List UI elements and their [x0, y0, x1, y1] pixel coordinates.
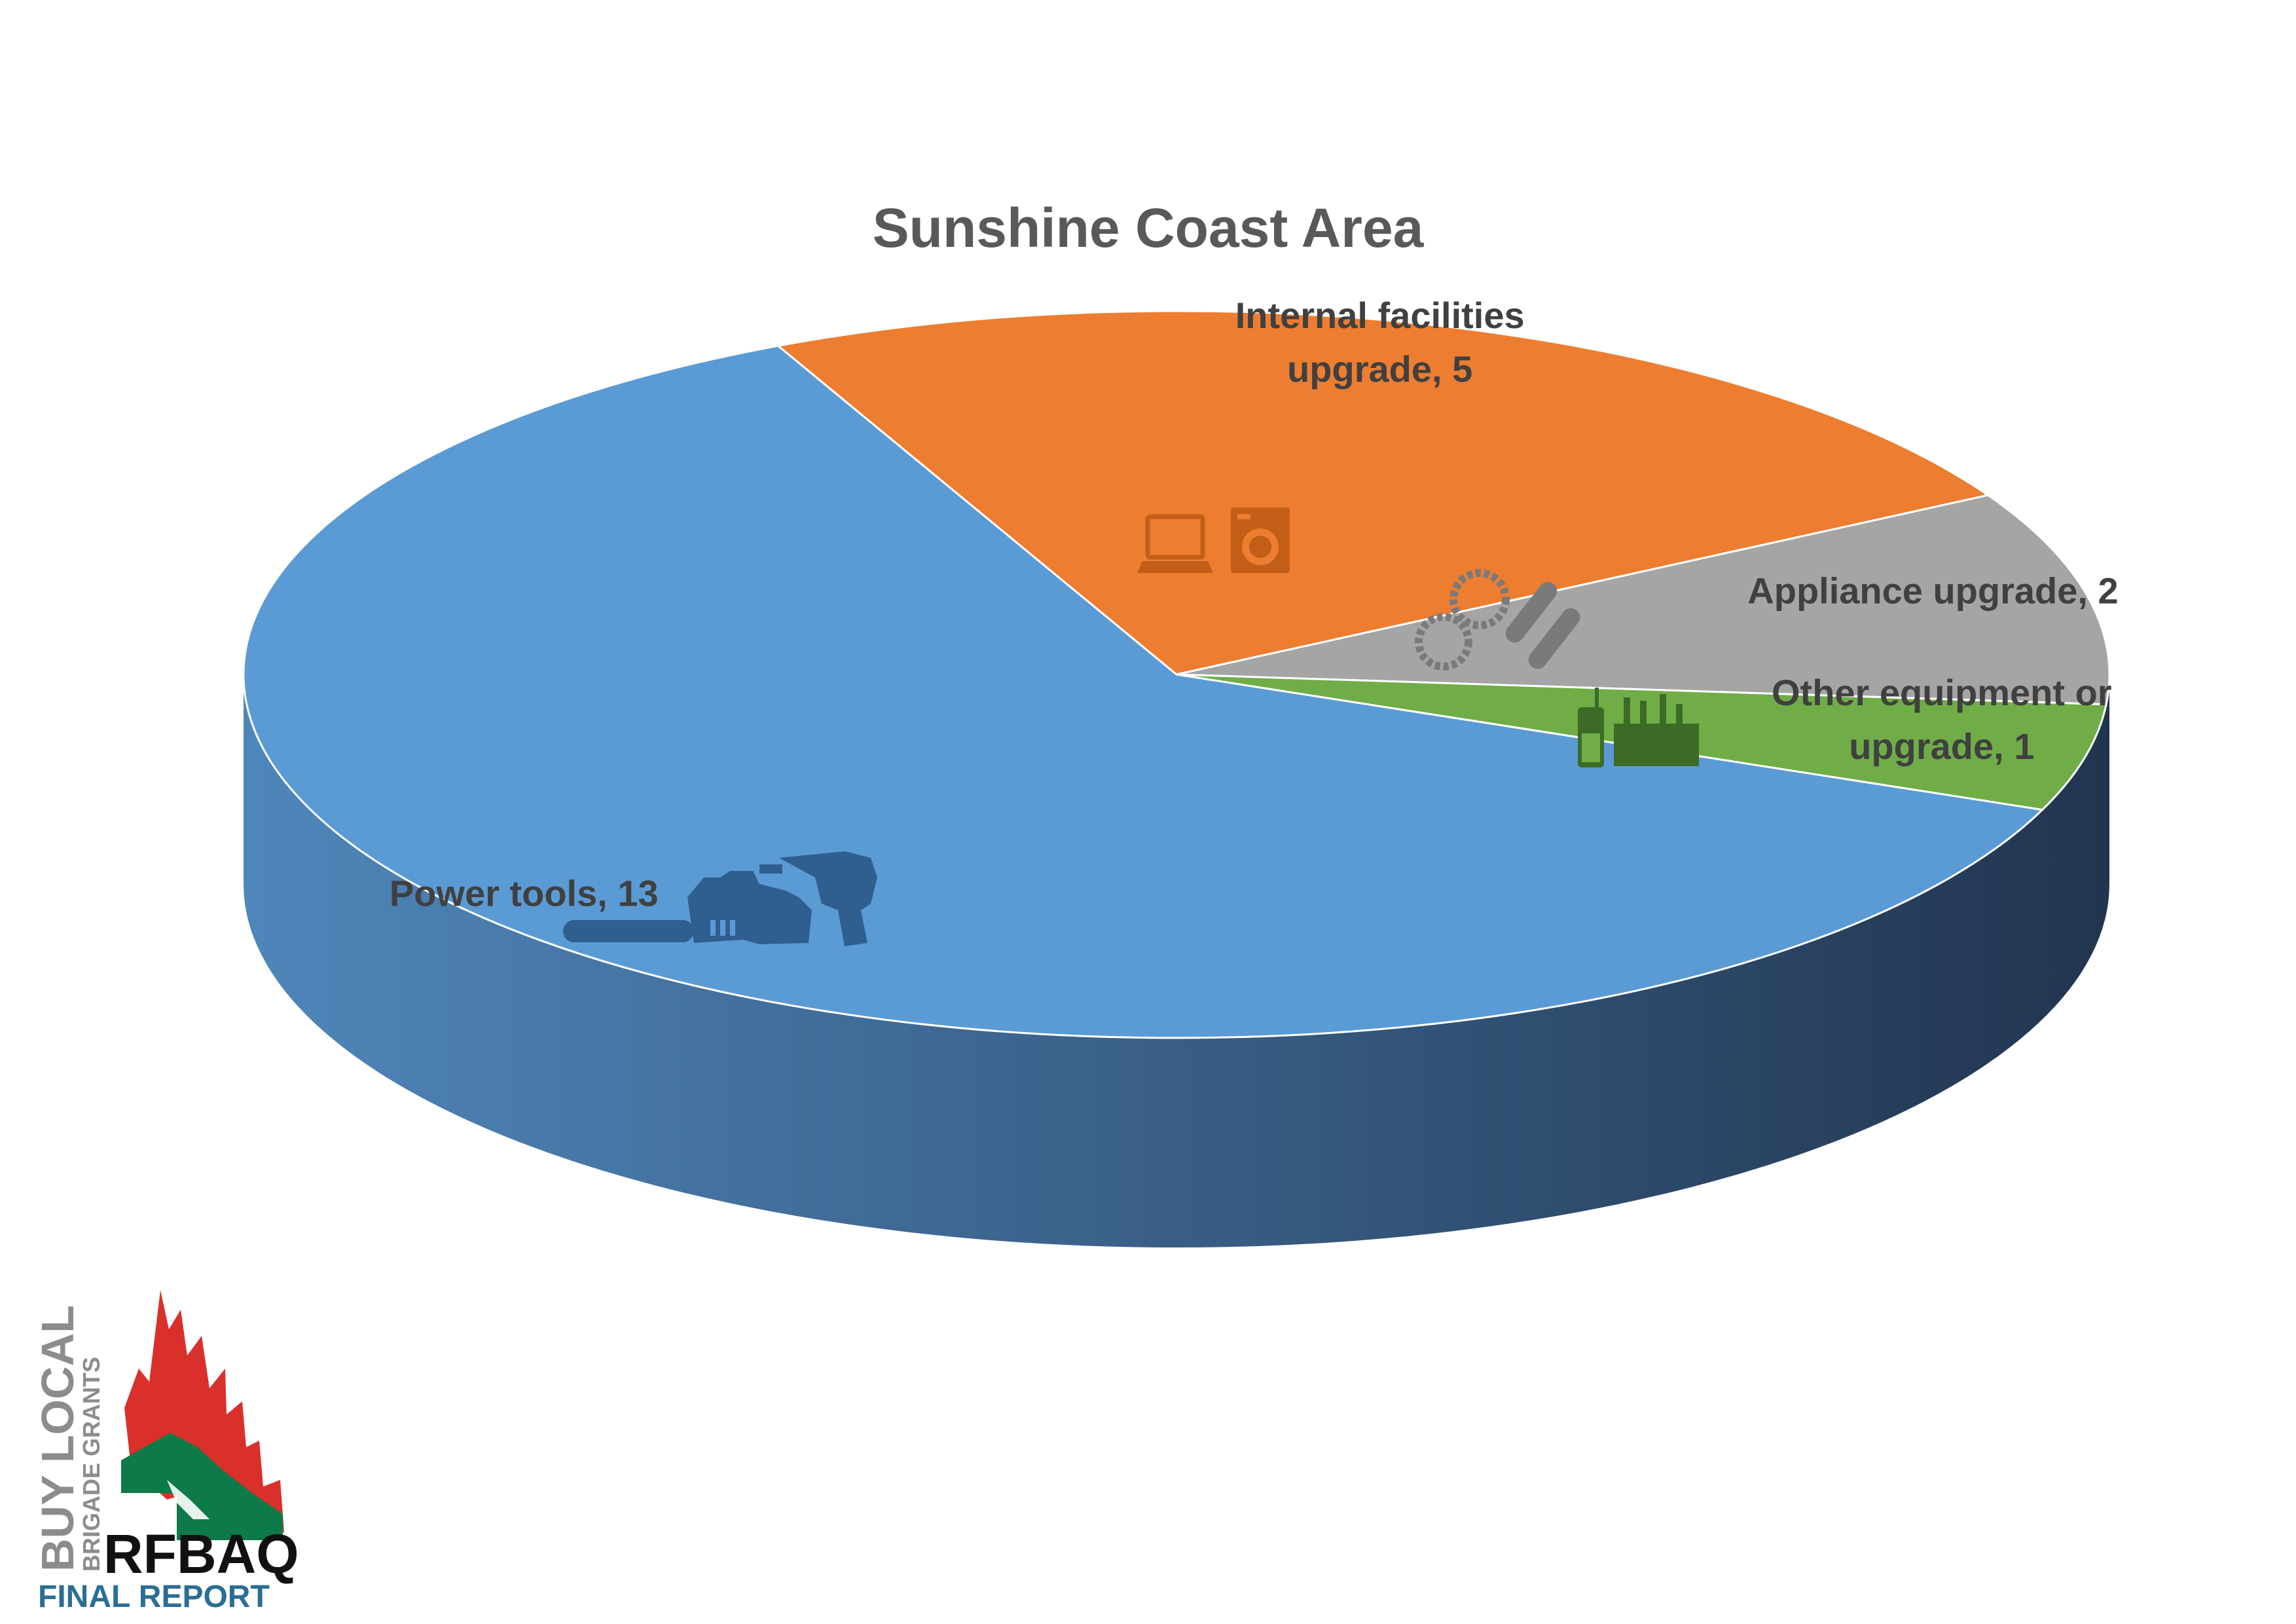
chainsaw-and-drill-icon — [563, 851, 877, 946]
data-label-line: upgrade, 5 — [1287, 348, 1473, 390]
data-label-other-equipment-or-upgrade: Other equipment or upgrade, 1 — [1772, 666, 2112, 772]
data-label-line: Other equipment or — [1772, 672, 2112, 714]
laptop-and-washing-machine-icon — [1137, 507, 1290, 573]
data-label-appliance-upgrade: Appliance upgrade, 2 — [1747, 564, 2118, 617]
logo-rfbaq: RFBAQ — [103, 1523, 299, 1585]
logo-brigade-grants: BRIGADE GRANTS — [78, 1357, 105, 1572]
data-label-power-tools: Power tools, 13 — [390, 867, 659, 920]
pie-slice-internal-facilities-upgrade — [776, 310, 1991, 676]
chart-title: Sunshine Coast Area — [872, 197, 1424, 259]
flame-mark — [121, 1290, 284, 1540]
logo-buy-local: BUY LOCAL — [32, 1305, 83, 1572]
pie-side-wall — [244, 674, 2109, 1247]
data-label-line: Internal facilities — [1235, 295, 1525, 337]
pie-slice-appliance-upgrade — [1176, 494, 2111, 706]
rfbaq-logo: BUY LOCAL BRIGADE GRANTS RFBAQ FINAL REP… — [26, 1283, 314, 1614]
logo-final-report: FINAL REPORT — [38, 1579, 270, 1611]
data-label-line: Appliance upgrade, 2 — [1747, 570, 2119, 612]
data-label-line: upgrade, 1 — [1849, 725, 2035, 767]
radio-and-toolbox-icon — [1578, 688, 1699, 767]
data-label-internal-facilities-upgrade: Internal facilities upgrade, 5 — [1235, 289, 1525, 395]
pie-slice-power-tools — [242, 344, 2045, 1039]
data-label-line: Power tools, 13 — [389, 872, 659, 914]
gears-and-tracks-icon — [1415, 569, 1580, 671]
